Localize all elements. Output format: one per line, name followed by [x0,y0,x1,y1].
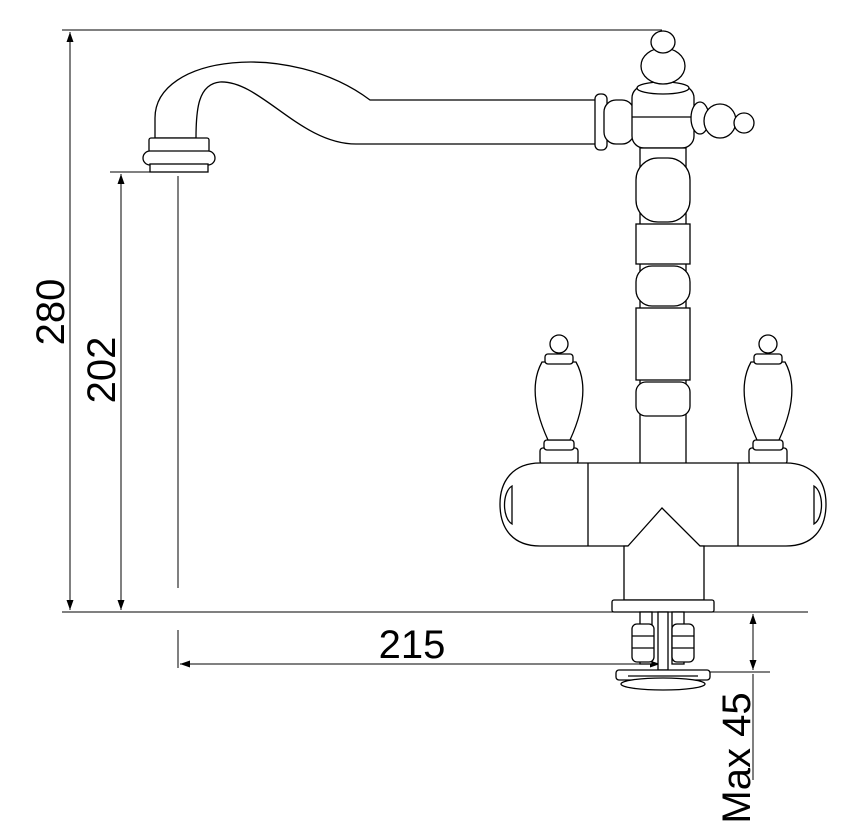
column-bulge-1 [635,157,691,223]
faucet [142,30,827,691]
fixing-nut-right [671,623,695,663]
aerator-outlet [149,163,209,173]
spout [154,61,601,145]
right-handle-lever [743,361,793,441]
right-handle-cap [753,353,783,365]
total-height-label: 280 [29,279,73,346]
right-handle-collar [752,439,784,451]
valve-end-cap-left [503,484,513,526]
pedestal [623,507,705,601]
spout-height-label: 202 [80,337,124,404]
left-handle-index-knob [549,334,569,354]
fixing-plate-bottom [620,677,706,691]
side-knob-ball [703,103,737,139]
column-band-2 [635,307,691,381]
finial-ball-small [650,30,676,54]
column-bulge-2 [635,265,691,307]
left-handle-collar [543,439,575,451]
max-thickness-label: Max 45 [715,692,759,823]
aerator-ring-top [148,137,210,153]
column-bulge-3 [635,381,691,417]
fixing-nut-left [631,623,655,663]
aerator-ring-middle [142,150,216,166]
valve-body [499,462,827,547]
spout-collar-inner [603,99,635,145]
column-band-1 [635,223,691,265]
left-handle-cap [544,353,574,365]
deck-flange [611,599,715,613]
valve-end-cap-right [813,484,823,526]
spout-reach-label: 215 [379,623,446,667]
left-handle-lever [534,361,584,441]
side-knob-tip [733,112,755,134]
right-handle-index-knob [758,334,778,354]
fixing-bolt-center [657,611,669,671]
dimension-lines: 280 202 215 Max 45 [29,29,808,824]
